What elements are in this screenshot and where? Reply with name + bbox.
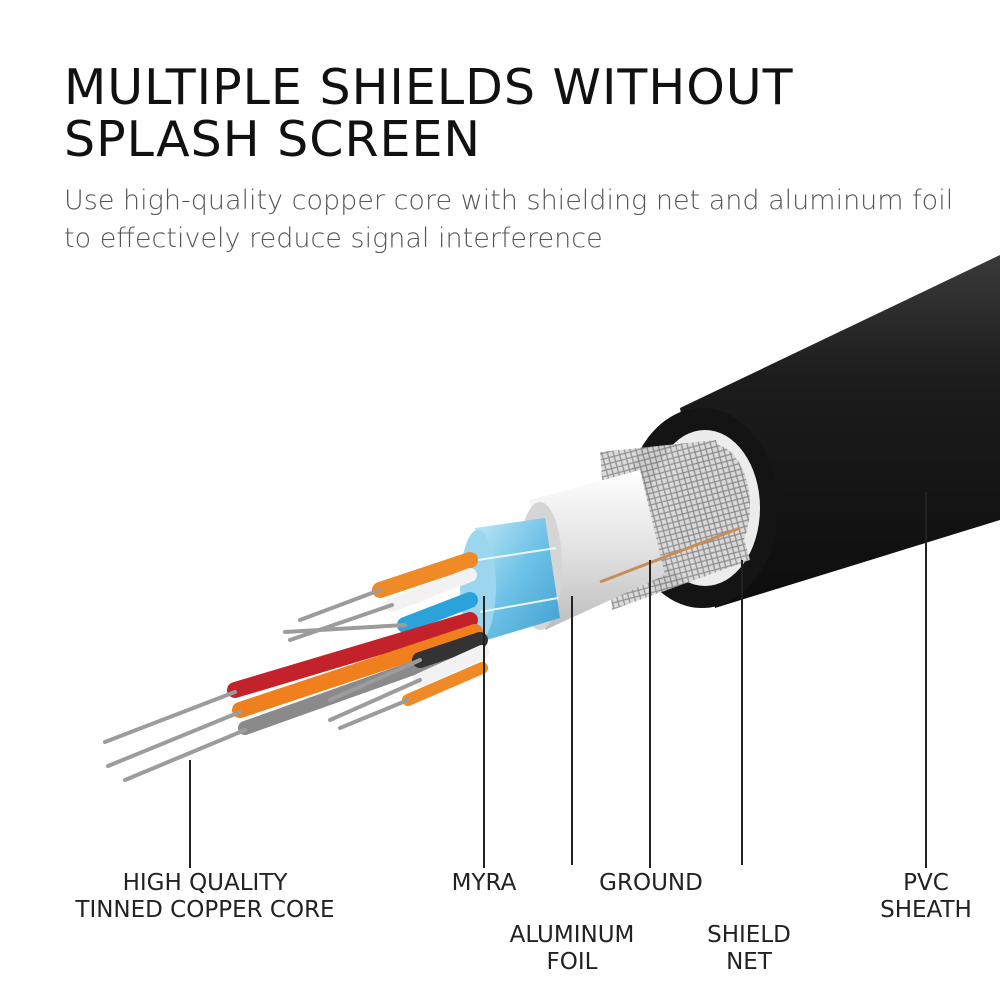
label-myra-line-1: MYRA xyxy=(451,870,517,896)
label-foil-line-2: FOIL xyxy=(546,949,598,975)
label-core-line-1: HIGH QUALITY xyxy=(122,870,288,896)
description-line-2: to effectively reduce signal interferenc… xyxy=(64,223,603,254)
label-foil-line-1: ALUMINUM xyxy=(509,922,635,948)
label-core-line-2: TINNED COPPER CORE xyxy=(75,897,335,923)
label-pvc-sheath: PVC SHEATH xyxy=(866,870,986,924)
description: Use high-quality copper core with shield… xyxy=(64,182,964,258)
callout-lines xyxy=(189,492,927,868)
label-ground: GROUND xyxy=(586,870,716,897)
tinned-copper-core xyxy=(103,588,422,782)
label-aluminum-foil: ALUMINUM FOIL xyxy=(490,922,654,976)
label-ground-line-1: GROUND xyxy=(599,870,703,896)
label-shield-line-2: NET xyxy=(726,949,772,975)
title-line-2: SPLASH SCREEN xyxy=(64,111,482,168)
page-title: MULTIPLE SHIELDS WITHOUT SPLASH SCREEN xyxy=(64,62,964,166)
insulated-wires xyxy=(227,552,489,735)
description-line-1: Use high-quality copper core with shield… xyxy=(64,185,954,216)
label-tinned-copper-core: HIGH QUALITY TINNED COPPER CORE xyxy=(60,870,350,924)
label-pvc-line-2: SHEATH xyxy=(880,897,972,923)
label-myra: MYRA xyxy=(434,870,534,897)
label-shield-line-1: SHIELD xyxy=(707,922,791,948)
ground-wire xyxy=(599,526,741,584)
label-shield-net: SHIELD NET xyxy=(694,922,804,976)
title-line-1: MULTIPLE SHIELDS WITHOUT xyxy=(64,59,794,116)
label-pvc-line-1: PVC xyxy=(903,870,949,896)
